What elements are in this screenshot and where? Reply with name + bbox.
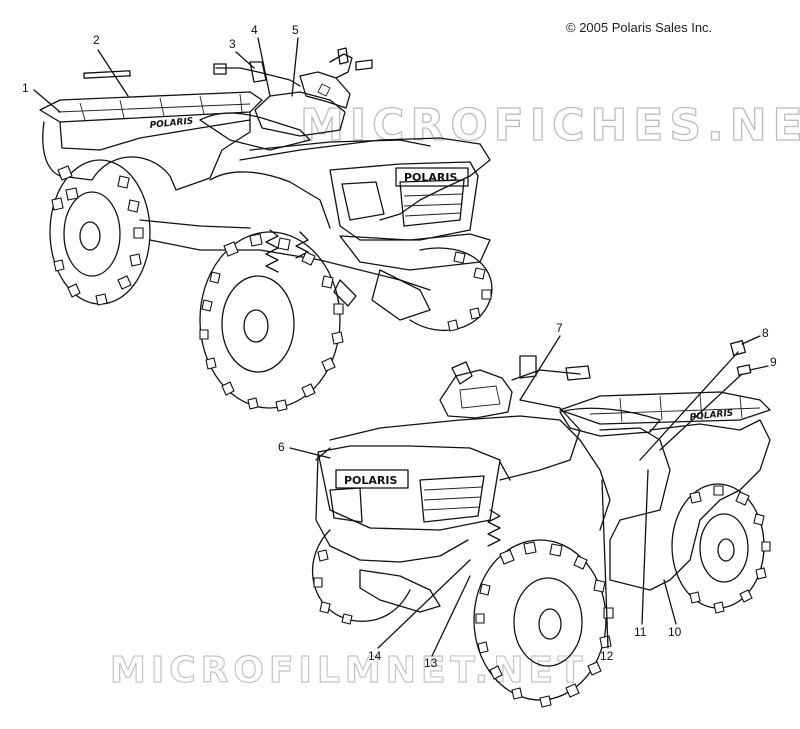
callout-1: 1 — [22, 81, 29, 95]
copyright-notice: © 2005 Polaris Sales Inc. — [566, 20, 713, 35]
atv-top-illustration: POLARIS POLARIS — [39, 47, 493, 412]
atv-bottom-illustration: POLARIS POLARIS — [311, 355, 771, 708]
callout-6: 6 — [278, 440, 285, 454]
top-front-wheel — [199, 231, 344, 412]
callout-8: 8 — [762, 326, 769, 340]
callout-10: 10 — [668, 625, 682, 639]
bottom-rear-wheel — [671, 483, 771, 614]
callout-5: 5 — [292, 23, 299, 37]
watermark-bottom: MICROFILMNET.NET — [110, 650, 587, 691]
callout-3: 3 — [229, 37, 236, 51]
callout-11: 11 — [634, 625, 647, 639]
grille-logo-decal-bottom: POLARIS — [344, 474, 397, 487]
grille-logo-decal-top: POLARIS — [404, 171, 457, 184]
callout-2: 2 — [93, 33, 100, 47]
top-rear-wheel — [49, 159, 151, 306]
decal-9-shape — [736, 364, 752, 376]
callout-12: 12 — [600, 649, 614, 663]
callout-4: 4 — [251, 23, 258, 37]
bottom-front-wheel — [473, 539, 614, 708]
callout-9: 9 — [770, 355, 777, 369]
callout-14: 14 — [368, 649, 382, 663]
fender-logo-decal: POLARIS — [149, 116, 194, 131]
callout-7: 7 — [556, 321, 563, 335]
decal-8-shape — [730, 340, 746, 356]
watermark-top: MICROFICHES.NET — [300, 100, 800, 151]
decal-2-shape — [83, 70, 131, 79]
callouts: 1 2 3 4 5 6 7 8 9 — [22, 23, 777, 670]
callout-13: 13 — [424, 656, 438, 670]
